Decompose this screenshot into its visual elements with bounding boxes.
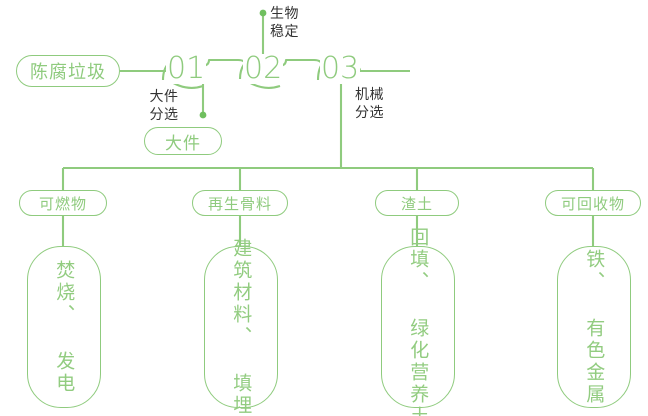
output-detail-box-4[interactable]: 铁、 有色金属	[557, 246, 631, 408]
source-node-pill[interactable]: 陈腐垃圾	[16, 55, 120, 87]
endpoint-dot-bio	[259, 9, 267, 17]
step-number-02-label: 02	[244, 51, 283, 86]
branch-output-label-bulky: 大件	[165, 133, 201, 154]
output-pill-3[interactable]: 渣土	[375, 190, 459, 216]
endpoint-dot-bulky	[199, 111, 207, 119]
annotation-step-02-line1: 生物	[270, 6, 299, 22]
annotation-step-01-line2: 分选	[149, 106, 179, 123]
output-detail-text-2: 建筑材料、 填埋	[230, 237, 253, 416]
annotation-step-03-line1: 机械	[355, 87, 384, 103]
output-pill-3-label: 渣土	[400, 194, 433, 213]
annotation-step-02-line2: 稳定	[270, 23, 299, 40]
output-detail-text-3: 回填、 绿化营养土	[407, 226, 430, 416]
step-number-01-label: 01	[167, 51, 206, 86]
output-detail-text-4: 铁、 有色金属	[583, 248, 606, 406]
branch-output-pill-bulky[interactable]: 大件	[144, 127, 222, 155]
output-pill-4[interactable]: 可回收物	[545, 190, 641, 216]
annotation-step-03: 机械 分选	[355, 87, 411, 123]
output-pill-1[interactable]: 可燃物	[19, 190, 107, 216]
output-detail-box-1[interactable]: 焚烧、 发电	[27, 246, 101, 408]
wire-01-to-02	[200, 58, 248, 68]
output-pill-1-label: 可燃物	[38, 194, 87, 213]
source-node-label: 陈腐垃圾	[30, 62, 106, 83]
output-detail-box-3[interactable]: 回填、 绿化营养土	[381, 227, 455, 416]
output-pill-2[interactable]: 再生骨料	[192, 190, 288, 216]
annotation-step-02: 生物 稳定	[270, 6, 326, 42]
output-pill-2-label: 再生骨料	[207, 194, 272, 213]
output-detail-box-2[interactable]: 建筑材料、 填埋	[204, 238, 278, 416]
wire-02-to-03	[277, 58, 324, 68]
step-number-01[interactable]: 01	[166, 51, 207, 86]
annotation-step-03-line2: 分选	[355, 104, 384, 121]
step-number-02[interactable]: 02	[243, 51, 284, 86]
output-detail-text-1: 焚烧、 发电	[53, 259, 76, 395]
annotation-step-01: 大件 分选	[136, 89, 192, 125]
output-pill-4-label: 可回收物	[560, 194, 625, 213]
annotation-step-01-line1: 大件	[149, 89, 179, 105]
step-number-03[interactable]: 03	[320, 51, 361, 86]
wire-03-tail	[351, 64, 410, 73]
step-number-03-label: 03	[321, 51, 360, 86]
